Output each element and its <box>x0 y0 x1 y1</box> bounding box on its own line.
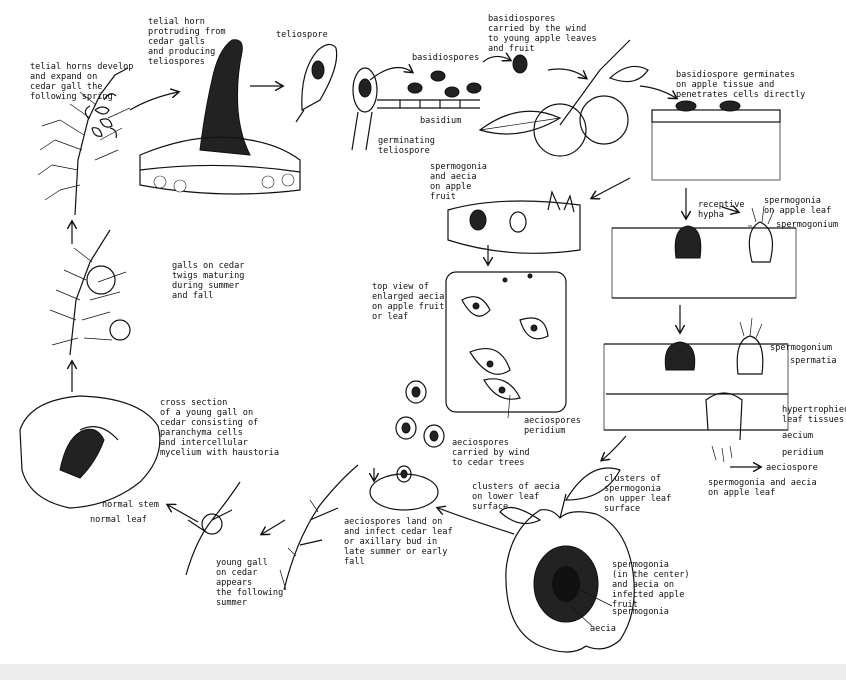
label-receptive-hypha: receptive hypha <box>698 200 745 220</box>
cedar-leaf-infection <box>370 466 438 510</box>
label-basidiospore-germinates: basidiospore germinates on apple tissue … <box>676 70 805 100</box>
label-aecium: aecium <box>782 431 813 441</box>
label-aeciospores-carried: aeciospores carried by wind to cedar tre… <box>452 438 530 468</box>
label-normal-leaf: normal leaf <box>90 515 147 525</box>
label-spermogonia-apple-leaf: spermogonia on apple leaf <box>764 196 831 216</box>
label-normal-stem: normal stem <box>102 500 159 510</box>
label-spermogonia-aecia-fruit: spermogonia and aecia on apple fruit <box>430 162 487 202</box>
label-telial-horns-develop: telial horns develop and expand on cedar… <box>30 62 133 102</box>
label-aeciospores-land: aeciospores land on and infect cedar lea… <box>344 517 453 567</box>
label-teliospore: teliospore <box>276 30 328 40</box>
label-aecia-bottom: aecia <box>590 624 616 634</box>
label-aeciospores-peridium: aeciospores peridium <box>524 416 581 436</box>
label-germinating-teliospore: germinating teliospore <box>378 136 435 156</box>
label-cross-section: cross section of a young gall on cedar c… <box>160 398 279 458</box>
label-spermogonia-bottom: spermogonia <box>612 607 669 617</box>
aecia-top-view <box>446 272 566 418</box>
label-clusters-upper: clusters of spermogonia on upper leaf su… <box>604 474 671 514</box>
label-basidium: basidium <box>420 116 461 126</box>
label-peridium-right: peridium <box>782 448 823 458</box>
label-young-gall: young gall on cedar appears the followin… <box>216 558 283 608</box>
scan-edge <box>0 664 846 680</box>
label-basidiospores-carried: basidiospores carried by the wind to you… <box>488 14 597 54</box>
label-spermogonium-1: spermogonium <box>776 220 838 230</box>
label-aeciospore: aeciospore <box>766 463 818 473</box>
leaf-section-aecium <box>604 318 788 462</box>
label-clusters-lower: clusters of aecia on lower leaf surface <box>472 482 560 512</box>
aeciospores <box>396 381 444 447</box>
label-spermogonia-aecia-leaf: spermogonia and aecia on apple leaf <box>708 478 817 498</box>
label-basidiospores: basidiospores <box>412 53 479 63</box>
label-spermatia: spermatia <box>790 356 837 366</box>
label-spermogonium-2: spermogonium <box>770 343 832 353</box>
label-telial-horn: telial horn protruding from cedar galls … <box>148 17 226 67</box>
leaf-section-germination <box>652 101 780 180</box>
gall-cross-section <box>20 396 160 508</box>
label-hypertrophied: hypertrophied leaf tissues <box>782 405 846 425</box>
label-top-view-aecia: top view of enlarged aecia on apple frui… <box>372 282 444 322</box>
cedar-gall-twig <box>50 230 130 355</box>
label-galls-on-cedar: galls on cedar twigs maturing during sum… <box>172 261 244 301</box>
label-spermogonia-center: spermogonia (in the center) and aecia on… <box>612 560 690 610</box>
teliospore-drawing <box>296 44 337 122</box>
